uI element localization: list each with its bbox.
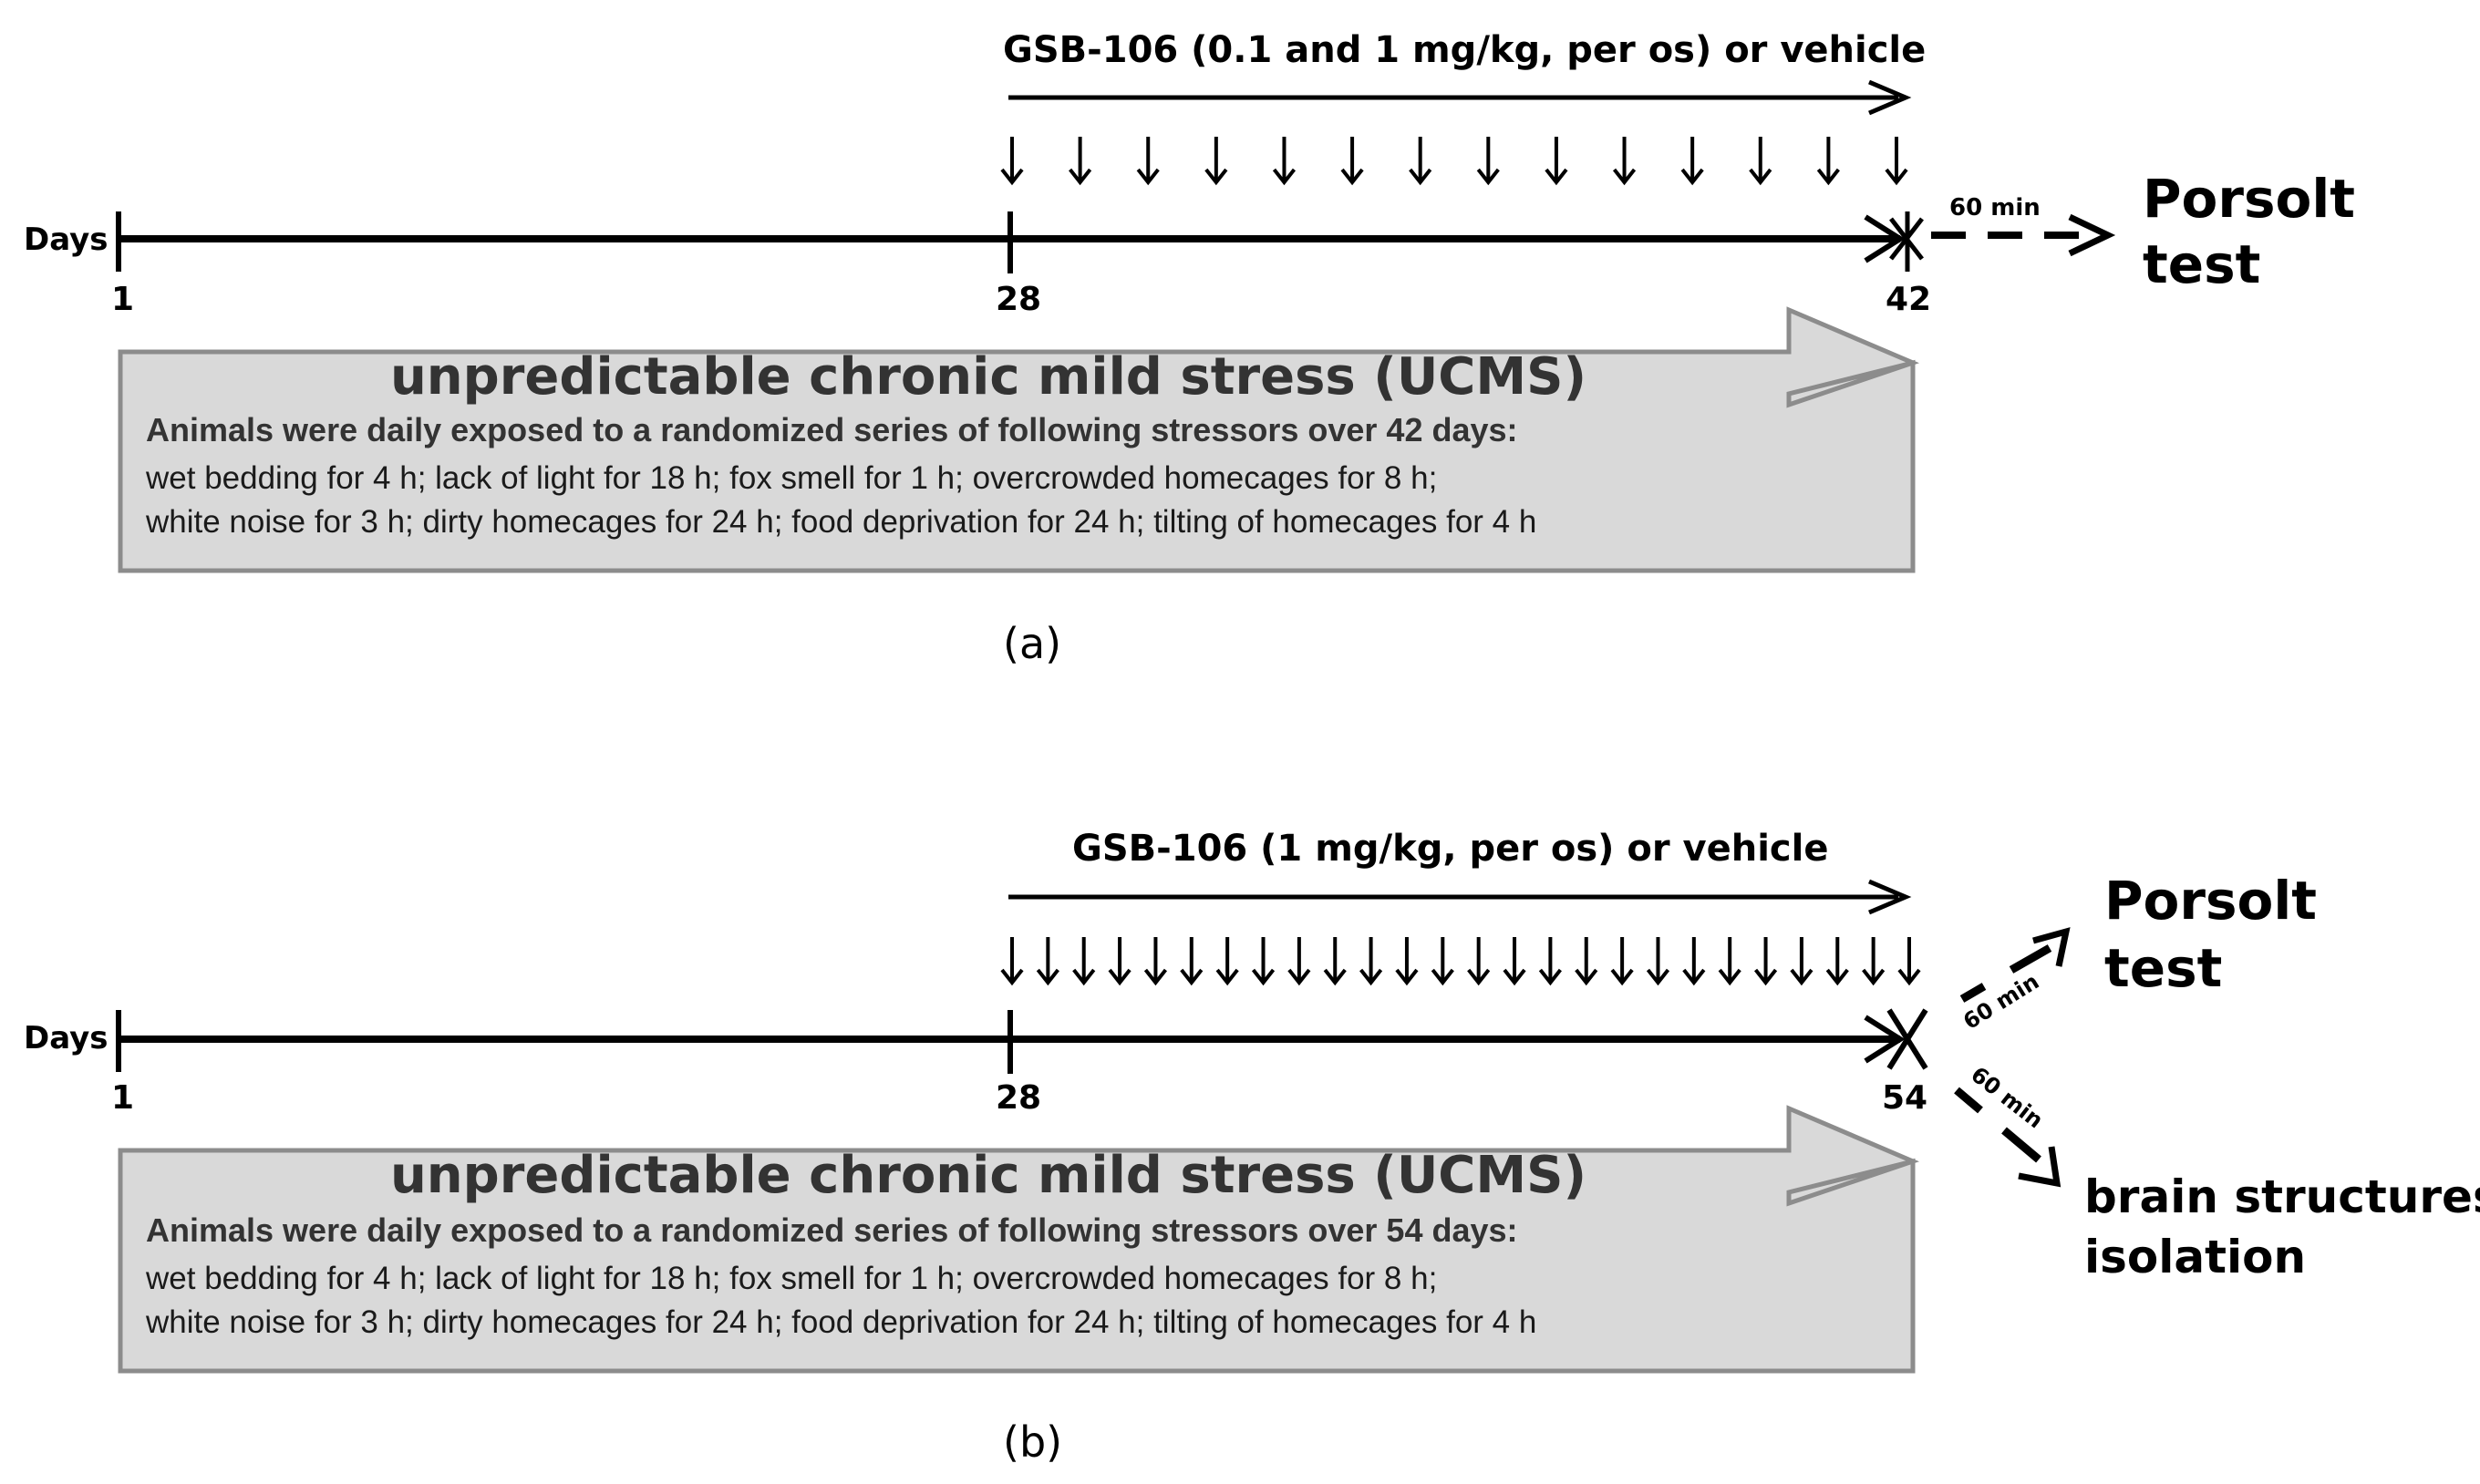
dose-arrow bbox=[1036, 937, 1059, 986]
dose-arrow bbox=[1646, 937, 1670, 986]
outcome-porsolt-line1: Porsolt bbox=[2143, 168, 2355, 230]
dose-arrow bbox=[1395, 937, 1419, 986]
dose-arrow bbox=[1000, 137, 1024, 186]
outcome-porsolt-line2: test bbox=[2104, 937, 2222, 999]
dose-arrow bbox=[1790, 937, 1814, 986]
dose-arrow bbox=[1409, 137, 1432, 186]
dose-arrows bbox=[1000, 937, 1921, 986]
outcome-brain-line1: brain structures bbox=[2084, 1170, 2480, 1223]
end-cross bbox=[1889, 217, 1924, 261]
dose-arrow bbox=[1108, 937, 1132, 986]
ucms-subtitle: Animals were daily exposed to a randomiz… bbox=[146, 1211, 1518, 1249]
delay-label: 60 min bbox=[1949, 194, 2041, 222]
dose-arrow bbox=[1143, 937, 1168, 986]
dose-arrow bbox=[1753, 937, 1778, 986]
drug-period-arrow bbox=[1008, 79, 1912, 116]
panel-caption: (b) bbox=[1003, 1417, 1062, 1467]
dose-arrow bbox=[1467, 937, 1491, 986]
ucms-subtitle: Animals were daily exposed to a randomiz… bbox=[146, 411, 1518, 448]
dose-arrows bbox=[1000, 137, 1908, 186]
dose-arrow bbox=[1545, 137, 1568, 186]
dose-arrow bbox=[1072, 937, 1096, 986]
day-end-label: 42 bbox=[1886, 281, 1931, 318]
ucms-title: unpredictable chronic mild stress (UCMS) bbox=[390, 347, 1586, 407]
outcome-brain-line2: isolation bbox=[2084, 1231, 2306, 1283]
ucms-stressors-line2: white noise for 3 h; dirty homecages for… bbox=[145, 1304, 1536, 1340]
day-mid-label: 28 bbox=[996, 1079, 1041, 1117]
drug-label: GSB-106 (0.1 and 1 mg/kg, per os) or veh… bbox=[1003, 29, 1926, 71]
dose-arrow bbox=[1251, 937, 1276, 986]
day-mid-label: 28 bbox=[996, 281, 1041, 318]
dose-arrow bbox=[1272, 137, 1297, 186]
dose-arrow bbox=[1069, 137, 1092, 186]
dose-arrow bbox=[1215, 937, 1239, 986]
outcome-porsolt-line1: Porsolt bbox=[2104, 870, 2317, 932]
dashed-arrow-to-porsolt bbox=[1959, 927, 2071, 1003]
day-end-label: 54 bbox=[1882, 1079, 1927, 1117]
outcome-porsolt-line2: test bbox=[2143, 233, 2260, 295]
ucms-title: unpredictable chronic mild stress (UCMS) bbox=[390, 1146, 1586, 1205]
dose-arrow bbox=[1718, 937, 1741, 986]
delay-label-upper: 60 min bbox=[1958, 969, 2043, 1036]
dose-arrow bbox=[1323, 937, 1347, 986]
dose-arrow bbox=[1000, 937, 1024, 986]
dose-arrow bbox=[1885, 137, 1908, 186]
panel-a: GSB-106 (0.1 and 1 mg/kg, per os) or veh… bbox=[24, 29, 2355, 668]
dose-arrow bbox=[1612, 137, 1637, 186]
dose-arrow bbox=[1204, 137, 1228, 186]
day-start-label: 1 bbox=[111, 281, 134, 318]
dose-arrow bbox=[1503, 937, 1526, 986]
dose-arrow bbox=[1136, 137, 1160, 186]
dashed-arrow-to-porsolt bbox=[1931, 213, 2116, 257]
dose-arrow bbox=[1816, 137, 1840, 186]
dose-arrow bbox=[1749, 137, 1772, 186]
dose-arrow bbox=[1538, 937, 1562, 986]
timeline-arrowhead bbox=[1864, 214, 1906, 263]
end-cross-stroke bbox=[1886, 1008, 1928, 1070]
timeline-arrowhead bbox=[1864, 1015, 1906, 1064]
panel-caption: (a) bbox=[1003, 619, 1061, 668]
ucms-stressors-line1: wet bedding for 4 h; lack of light for 1… bbox=[145, 460, 1437, 496]
panel-b: GSB-106 (1 mg/kg, per os) or vehicle Day… bbox=[24, 828, 2480, 1467]
ucms-stressors-line1: wet bedding for 4 h; lack of light for 1… bbox=[145, 1261, 1437, 1296]
dose-arrow bbox=[1476, 137, 1500, 186]
axis-label: Days bbox=[24, 1020, 108, 1056]
axis-label: Days bbox=[24, 222, 108, 258]
dose-arrow bbox=[1180, 937, 1204, 986]
dose-arrow bbox=[1825, 937, 1849, 986]
dashed-arrow-to-brain-isolation bbox=[1954, 1087, 2062, 1188]
dose-arrow bbox=[1340, 137, 1364, 186]
dose-arrow bbox=[1575, 937, 1598, 986]
dose-arrow bbox=[1287, 937, 1311, 986]
dose-arrow bbox=[1610, 937, 1634, 986]
ucms-stressors-line2: white noise for 3 h; dirty homecages for… bbox=[145, 504, 1536, 540]
drug-label: GSB-106 (1 mg/kg, per os) or vehicle bbox=[1072, 828, 1828, 870]
dose-arrow bbox=[1431, 937, 1454, 986]
dose-arrow bbox=[1897, 937, 1921, 986]
dose-arrow bbox=[1680, 137, 1704, 186]
ucms-arrow-box bbox=[118, 1105, 1920, 1374]
delay-label-lower: 60 min bbox=[1966, 1062, 2048, 1134]
dose-arrow bbox=[1359, 937, 1383, 986]
ucms-arrow-box bbox=[118, 306, 1920, 573]
dose-arrow bbox=[1682, 937, 1706, 986]
day-start-label: 1 bbox=[111, 1079, 134, 1117]
drug-period-arrow bbox=[1008, 879, 1912, 915]
dose-arrow bbox=[1862, 937, 1886, 986]
